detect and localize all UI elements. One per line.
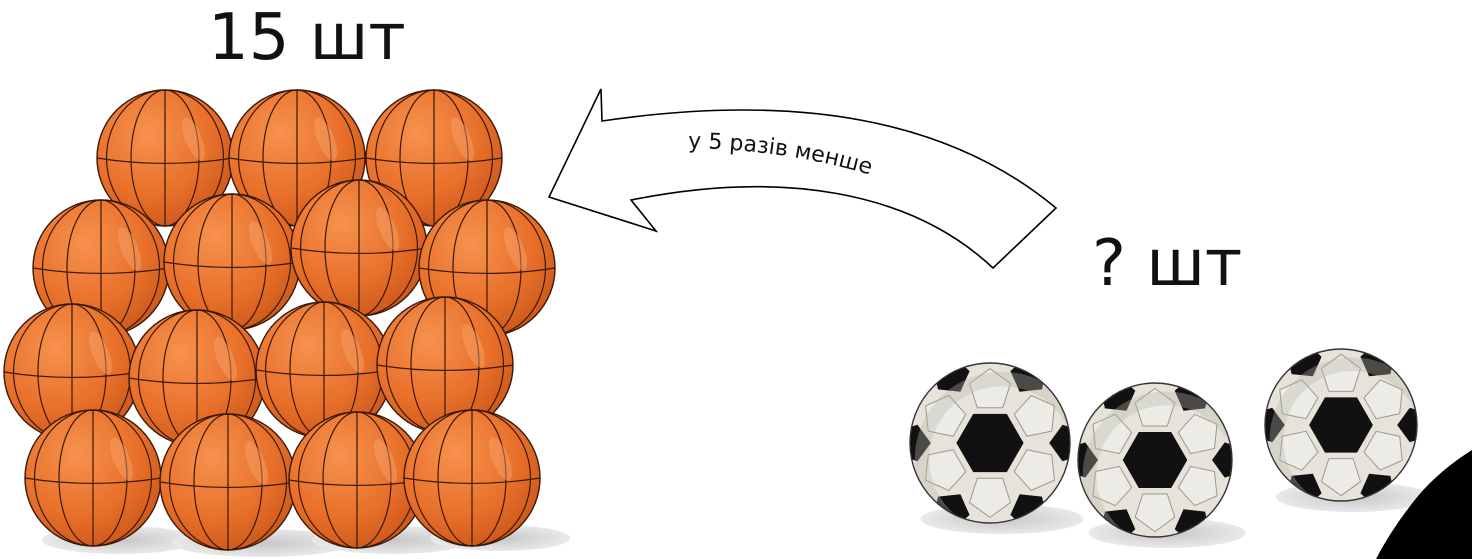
curved-arrow-icon bbox=[549, 89, 1056, 268]
basketball-icon bbox=[291, 180, 427, 316]
soccer-count-label: ? шт bbox=[1092, 232, 1242, 296]
basketball-count-label: 15 шт bbox=[208, 6, 406, 70]
basketball-icon bbox=[164, 194, 300, 330]
basketball-pile bbox=[4, 90, 555, 550]
soccer-ball-group bbox=[896, 342, 1430, 552]
basketball-icon bbox=[160, 414, 296, 550]
basketball-icon bbox=[25, 410, 161, 546]
basketball-icon bbox=[404, 410, 540, 546]
